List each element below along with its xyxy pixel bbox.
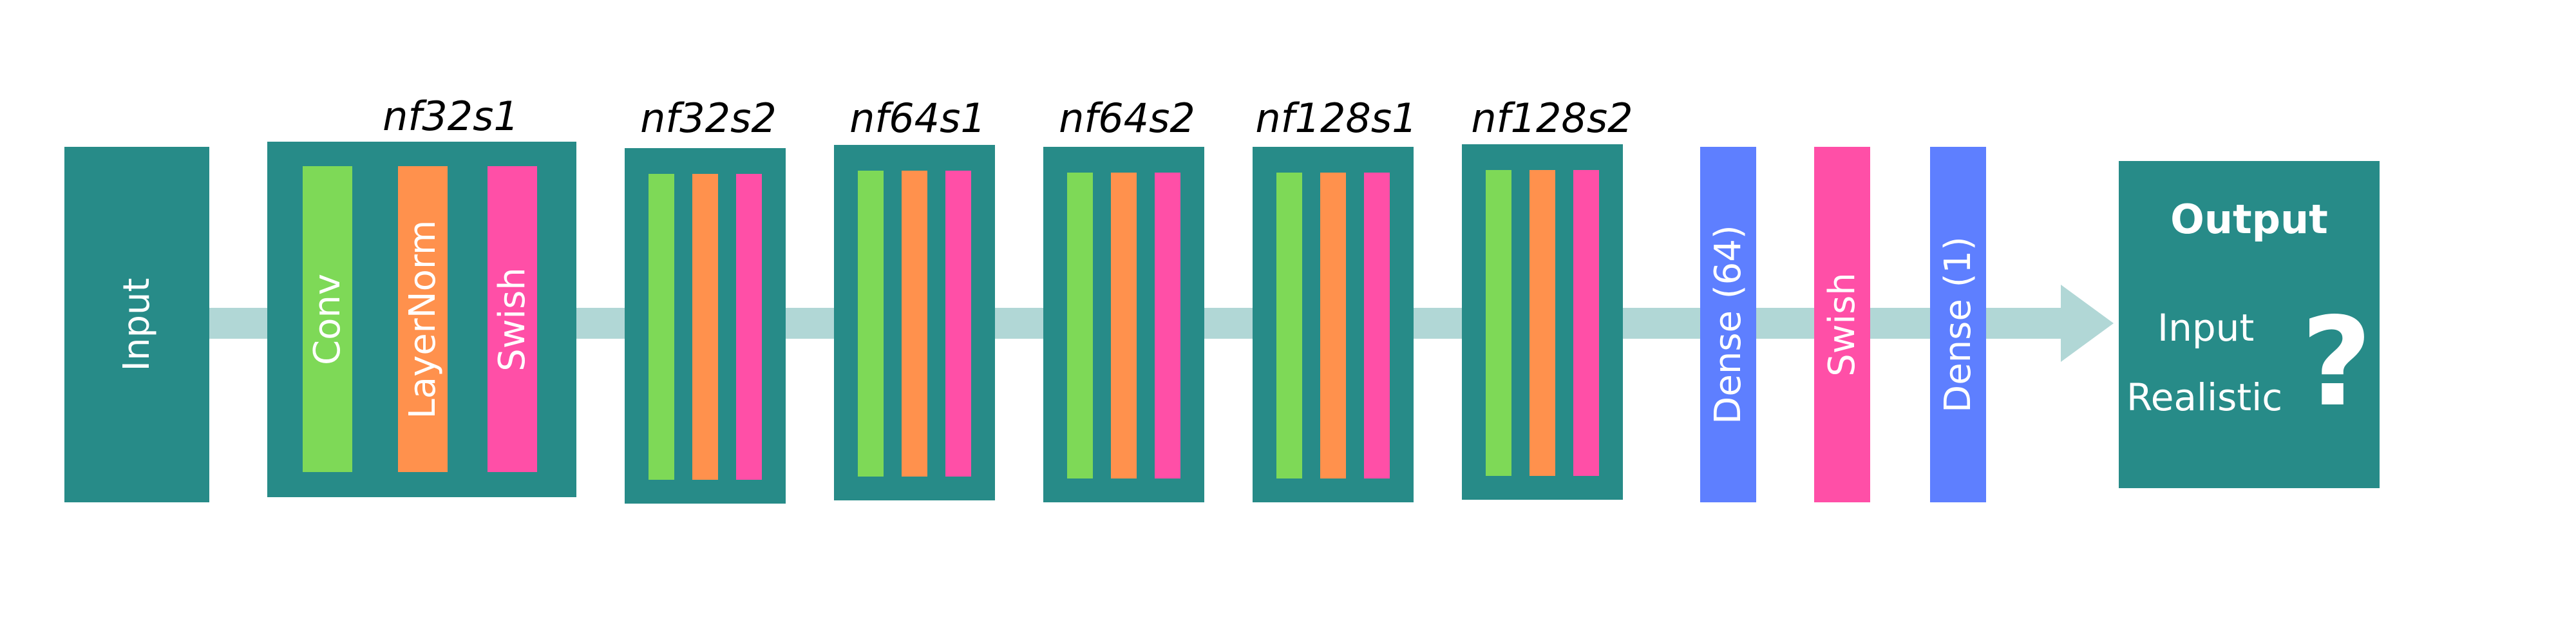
stage-block-nf128s1	[1253, 147, 1414, 502]
stage-title-nf64s2: nf64s2	[1059, 95, 1195, 142]
swish-layer	[1155, 173, 1180, 478]
head-swish-label: Swish	[1821, 272, 1863, 377]
stage-title-nf128s2: nf128s2	[1471, 95, 1633, 142]
layernorm-label: LayerNorm	[401, 220, 444, 419]
stage-title-nf64s1: nf64s1	[849, 95, 986, 142]
stage-block-nf64s1	[834, 145, 995, 500]
output-text-realistic: Realistic	[2126, 375, 2283, 419]
dense-1-layer: Dense (1)	[1930, 147, 1986, 502]
output-block: Output Input Realistic ?	[2119, 161, 2380, 488]
swish-layer	[1573, 170, 1599, 476]
dense-64-label: Dense (64)	[1707, 225, 1749, 424]
layernorm-layer: LayerNorm	[398, 166, 448, 472]
dense-1-label: Dense (1)	[1937, 236, 1979, 413]
conv-layer	[858, 171, 884, 477]
input-block: Input	[64, 147, 209, 502]
layernorm-layer	[1530, 170, 1555, 476]
conv-layer	[1276, 173, 1302, 478]
stage-title-nf32s2: nf32s2	[640, 95, 777, 142]
head-swish-layer: Swish	[1814, 147, 1870, 502]
dense-64-layer: Dense (64)	[1700, 147, 1756, 502]
stage-block-nf32s1: Conv LayerNorm Swish	[267, 142, 576, 497]
layernorm-layer	[692, 174, 718, 480]
conv-label: Conv	[306, 273, 348, 365]
output-text-input: Input	[2157, 306, 2255, 350]
output-title: Output	[2170, 196, 2328, 243]
conv-layer	[649, 174, 674, 480]
swish-layer: Swish	[488, 166, 537, 472]
swish-layer	[1364, 173, 1390, 478]
swish-label: Swish	[491, 267, 533, 372]
stage-block-nf32s2	[625, 148, 786, 504]
conv-layer: Conv	[303, 166, 352, 472]
stage-title-nf32s1: nf32s1	[383, 93, 519, 140]
swish-layer	[736, 174, 762, 480]
stage-block-nf128s2	[1462, 144, 1623, 500]
question-mark-icon: ?	[2301, 291, 2372, 433]
input-label: Input	[115, 278, 158, 372]
flow-arrow-head	[2061, 285, 2114, 362]
conv-layer	[1486, 170, 1511, 476]
layernorm-layer	[1111, 173, 1137, 478]
stage-block-nf64s2	[1043, 147, 1204, 502]
conv-layer	[1067, 173, 1093, 478]
stage-title-nf128s1: nf128s1	[1255, 95, 1417, 142]
layernorm-layer	[1320, 173, 1346, 478]
swish-layer	[945, 171, 971, 477]
layernorm-layer	[902, 171, 927, 477]
